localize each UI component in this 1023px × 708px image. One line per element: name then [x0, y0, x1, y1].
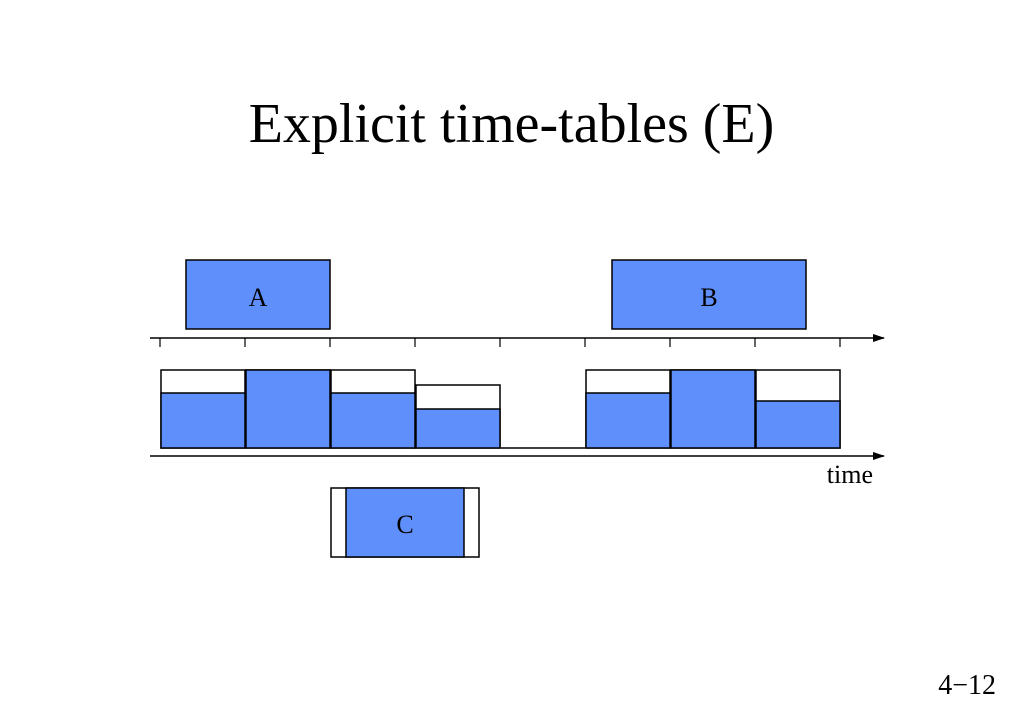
slot-fill: [330, 392, 416, 449]
task-c-rect: [345, 487, 465, 558]
time-axis-label: time: [827, 460, 873, 489]
task-b-block: B: [611, 259, 807, 330]
task-b-label: B: [700, 283, 717, 312]
slot-fill: [160, 392, 246, 449]
slot-bar: [245, 369, 331, 449]
task-b-rect: [611, 259, 807, 330]
slot-bar: [670, 369, 756, 449]
slot-fill: [245, 369, 331, 449]
task-a-block: A: [185, 259, 331, 330]
slot-bar: [415, 384, 501, 449]
top-axis-ticks: [159, 338, 841, 347]
slot-fill: [585, 392, 671, 449]
task-c-block: C: [330, 487, 480, 558]
slot-bar: [755, 369, 841, 449]
slide-title: Explicit time-tables (E): [248, 93, 775, 155]
page-number: 4−12: [938, 670, 996, 701]
task-a-label: A: [249, 283, 268, 312]
slot-bar: [330, 369, 416, 449]
slot-fill: [670, 369, 756, 449]
slot-bars: [160, 369, 841, 449]
slot-fill: [755, 400, 841, 449]
task-a-rect: [185, 259, 331, 330]
slot-bar: [160, 369, 246, 449]
task-c-label: C: [396, 510, 413, 539]
slot-fill: [415, 408, 501, 449]
slot-bar: [585, 369, 671, 449]
